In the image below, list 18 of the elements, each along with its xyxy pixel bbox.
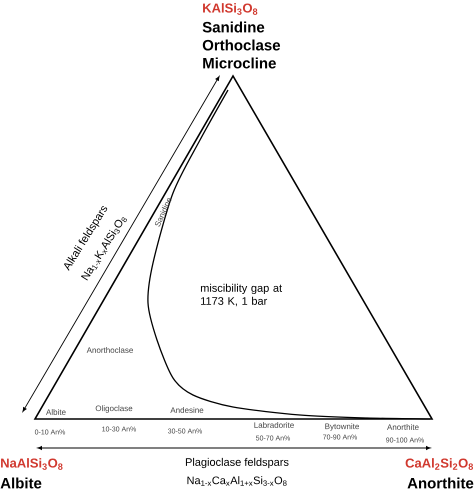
mineral-name: Orthoclase	[202, 39, 280, 50]
phase-label: Andesine	[170, 407, 204, 413]
composition-formula: NaAlSi$_{3}$O$_{8}$	[1, 458, 63, 470]
mineral-name: Anorthite	[408, 478, 474, 488]
note-label: miscibility gap at 1173 K, 1 bar	[200, 284, 282, 306]
axis-label: Na$_{1-x}$Ca$_{x}$Al$_{1+x}$Si$_{3-x}$O$_{8}$	[187, 476, 287, 486]
phase-label: Bytownite	[325, 423, 359, 431]
mineral-name: Sanidine	[202, 21, 264, 32]
composition-formula: KAlSi$_{3}$O$_{8}$	[203, 3, 258, 15]
phase-label: Oligoclase	[96, 405, 132, 413]
composition-formula: CaAl$_{2}$Si$_{2}$O$_{8}$	[406, 458, 474, 470]
phase-label: Anorthoclase	[86, 347, 133, 353]
phase-label: Albite	[46, 409, 66, 415]
phase-label: Labradorite	[254, 422, 294, 428]
axis-label: Plagioclase feldspars	[186, 458, 289, 468]
mineral-name: Microcline	[203, 57, 276, 68]
mineral-name: Albite	[0, 478, 42, 488]
phase-label: Anorthite	[387, 424, 419, 430]
